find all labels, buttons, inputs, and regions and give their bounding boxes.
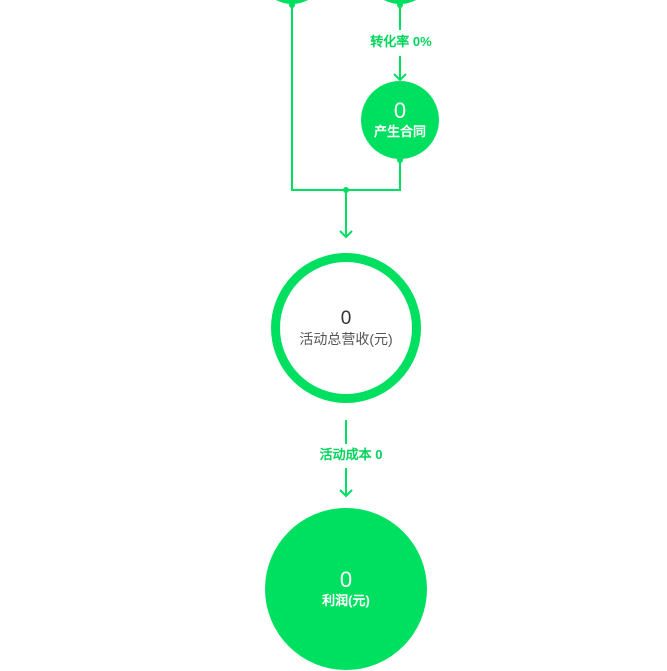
profit-node[interactable]: 0 利润(元): [265, 508, 427, 670]
contracts-label: 产生合同: [373, 124, 426, 139]
contracts-node[interactable]: 0 产生合同: [361, 81, 439, 159]
connector-dot: [397, 2, 403, 8]
activity-cost-label: 活动成本 0: [317, 447, 385, 463]
contracts-value: 0: [393, 98, 407, 123]
cost-arrow-head: [339, 489, 353, 498]
connector-dot: [343, 187, 349, 193]
previous-node-left: [276, 0, 308, 4]
total-revenue-value: 0: [340, 308, 352, 329]
revenue-arrow-head: [339, 230, 353, 239]
previous-node-right: [384, 0, 416, 4]
total-revenue-node[interactable]: 0 活动总营收(元): [271, 253, 421, 403]
profit-label: 利润(元): [322, 593, 370, 608]
connector-dot: [289, 2, 295, 8]
total-revenue-label: 活动总营收(元): [299, 331, 393, 347]
conversion-arrow-head: [393, 73, 407, 82]
conversion-rate-label: 转化率 0%: [368, 34, 434, 50]
profit-value: 0: [339, 567, 353, 592]
